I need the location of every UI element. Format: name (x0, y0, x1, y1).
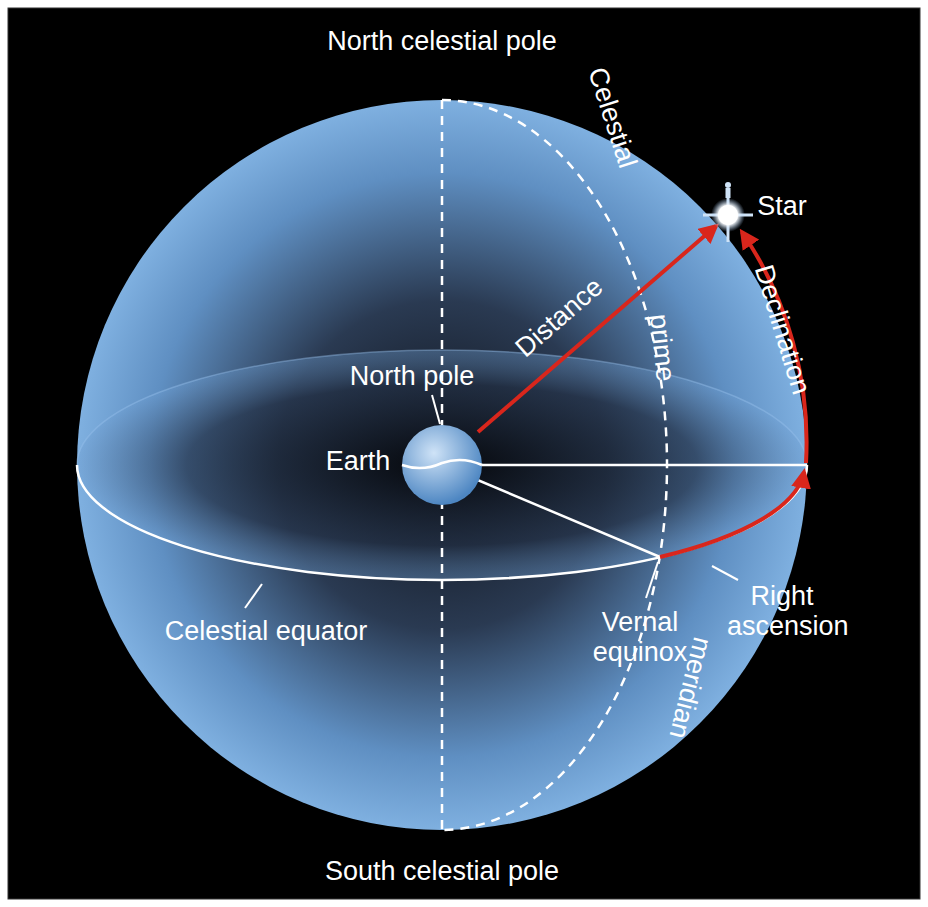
pole-label: North pole (350, 362, 475, 392)
pole-label: North celestial pole (327, 27, 557, 57)
ascension-label: Right ascension (727, 582, 837, 641)
star-label: Star (757, 192, 807, 222)
pole-label: South celestial pole (325, 857, 559, 887)
equinox-label: Vernal equinox (585, 608, 695, 667)
earth-label: Earth (326, 447, 391, 477)
equator-label: Celestial equator (165, 617, 368, 647)
meridian-label: prime (644, 313, 681, 383)
